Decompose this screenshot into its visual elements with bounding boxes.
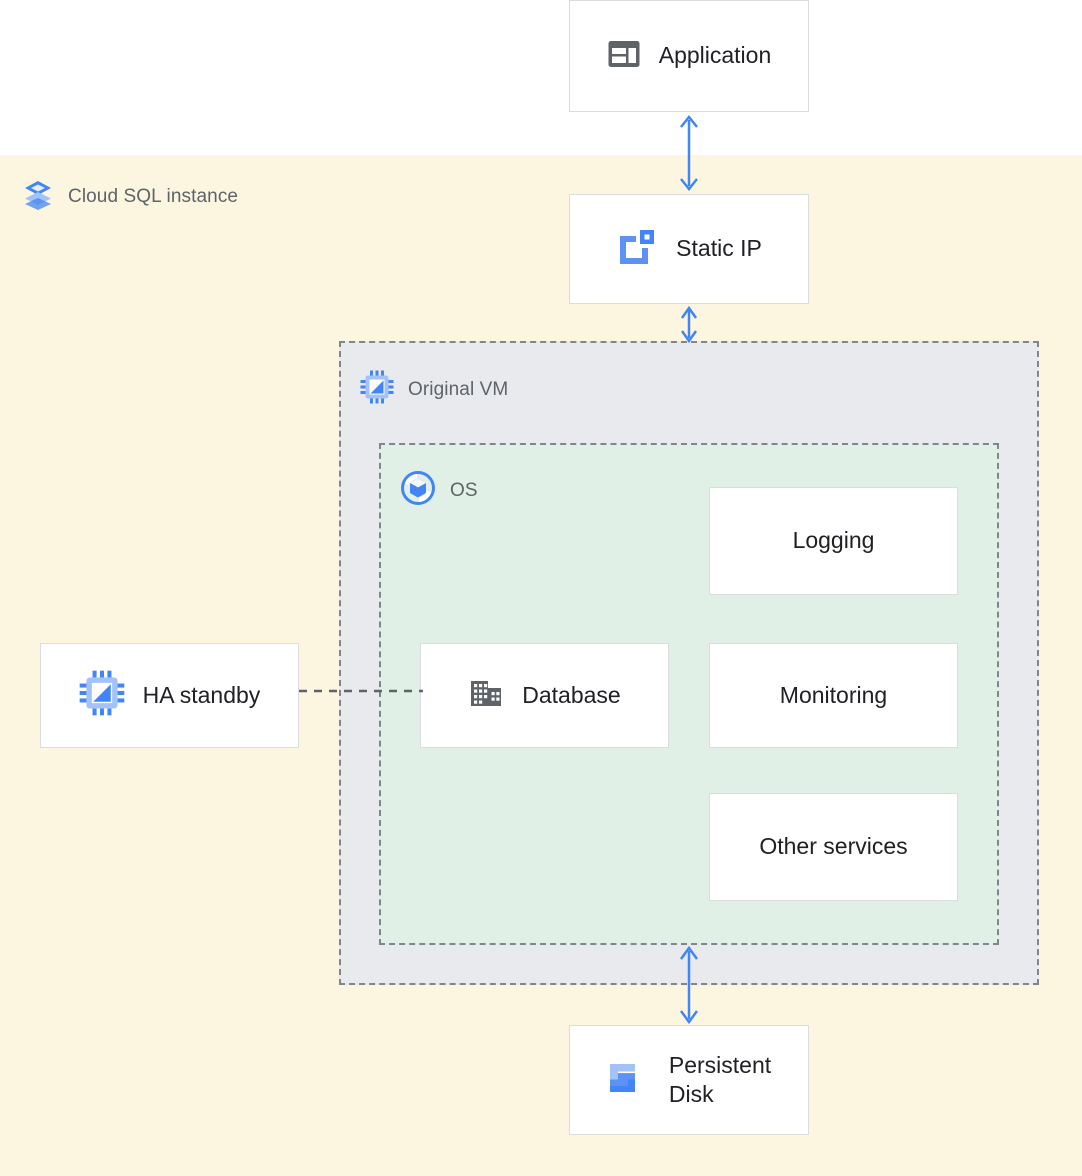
node-static-ip[interactable]: Static IP: [569, 194, 809, 304]
connector-application-static-ip: [674, 112, 704, 194]
node-label: Monitoring: [779, 681, 888, 708]
node-label: Other services: [759, 833, 908, 860]
connector-static-ip-original-vm: [674, 304, 704, 344]
node-application[interactable]: Application: [569, 0, 809, 112]
node-other-services[interactable]: Other services: [709, 793, 958, 901]
persistent-disk-icon: [607, 1058, 647, 1103]
os-disc-icon: [400, 470, 436, 511]
database-building-icon: [468, 675, 504, 716]
region-label-text: OS: [450, 479, 478, 501]
region-label-os: OS: [400, 470, 478, 511]
cloud-sql-stack-icon: [22, 178, 54, 215]
node-label: Database: [522, 681, 621, 708]
node-persistent-disk[interactable]: Persistent Disk: [569, 1025, 809, 1135]
region-label-text: Original VM: [408, 378, 509, 400]
region-label-text: Cloud SQL instance: [68, 185, 239, 207]
node-database[interactable]: Database: [420, 643, 669, 748]
node-label: Logging: [792, 527, 875, 554]
node-ha-standby[interactable]: HA standby: [40, 643, 299, 748]
node-logging[interactable]: Logging: [709, 487, 958, 595]
node-label: Static IP: [676, 235, 762, 262]
vm-chip-icon: [360, 370, 394, 409]
region-label-cloud-sql-instance: Cloud SQL instance: [22, 178, 238, 215]
node-label: HA standby: [142, 681, 261, 708]
connector-original-vm-persistent-disk: [674, 943, 704, 1027]
connector-ha-standby-database: [299, 688, 423, 694]
node-monitoring[interactable]: Monitoring: [709, 643, 958, 748]
static-ip-icon: [616, 226, 658, 273]
application-window-icon: [607, 37, 641, 76]
node-label: Persistent Disk: [668, 1051, 772, 1107]
vm-chip-icon: [79, 670, 125, 721]
region-label-original-vm: Original VM: [360, 370, 508, 409]
node-label: Application: [658, 42, 772, 69]
